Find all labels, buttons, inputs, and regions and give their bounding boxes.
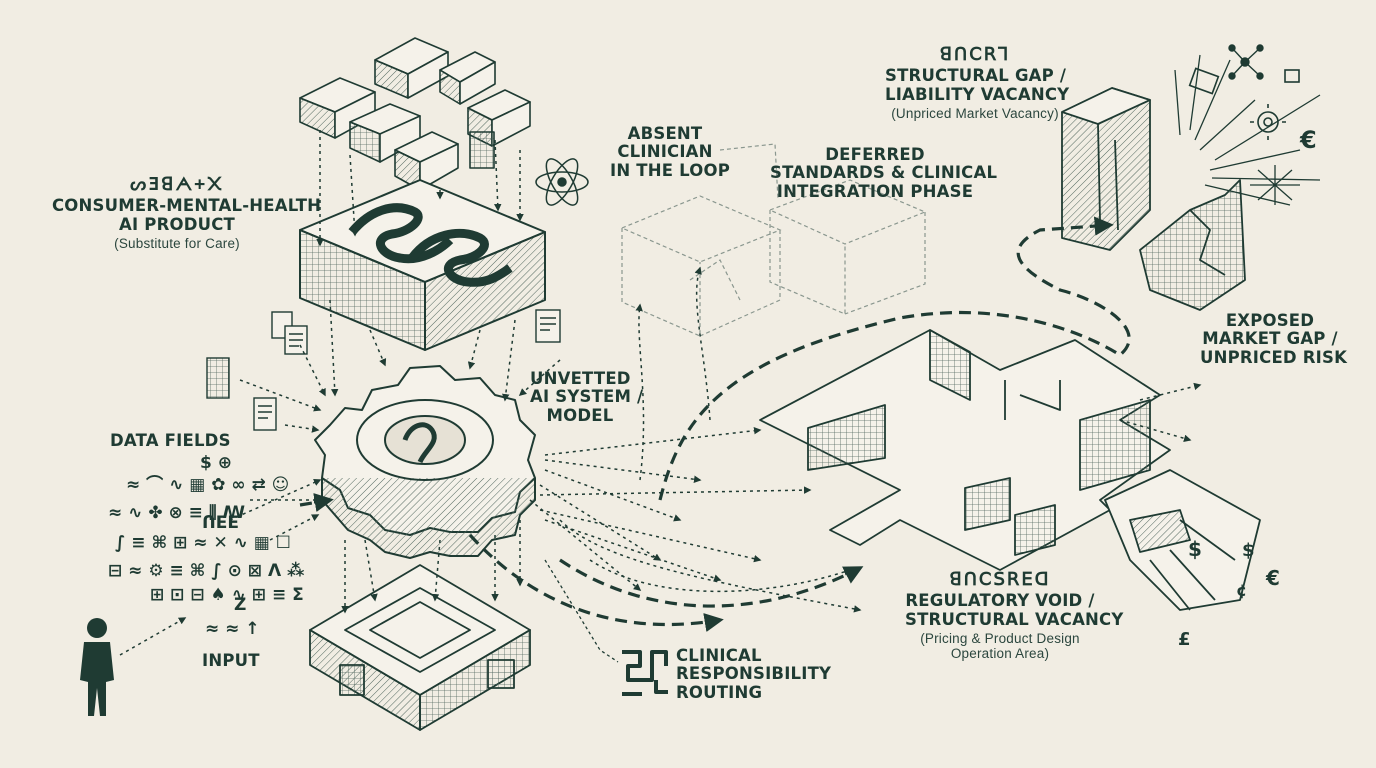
svg-text:⊟ ≈ ⚙ ≡ ⌘ ∫ ⊙ ⊠ Λ ⁂: ⊟ ≈ ⚙ ≡ ⌘ ∫ ⊙ ⊠ Λ ⁂ [108,561,305,581]
unvetted-line-2: AI SYSTEM / [530,387,644,407]
clinical-line-2: RESPONSIBILITY [676,664,832,684]
cent-icon: ¢ [1236,581,1247,600]
regulatory-subtitle-2: Operation Area) [950,646,1050,662]
clinical-routing-icon [622,650,668,696]
s-block-product [299,179,546,351]
svg-text:Z: Z [234,595,246,615]
absent-line-1: ABSENT [627,124,703,143]
absent-clinician-label: ABSENT CLINICIAN IN THE LOOP [610,124,730,180]
svg-text:∫ ≡ ⌘ ⊞ ≈ ✕ ∿ ▦ ☐: ∫ ≡ ⌘ ⊞ ≈ ✕ ∿ ▦ ☐ [115,533,291,553]
euro-icon-2: € [1265,566,1280,590]
regulatory-line-1: REGULATORY VOID / [905,591,1095,611]
right-maze [759,329,1261,611]
input-label: INPUT [202,651,260,670]
currency-symbols: € $ $ € ¢ £ [1178,126,1317,650]
clinical-line-1: CLINICAL [676,646,762,665]
gear-small-icon [1250,104,1286,140]
euro-icon: € [1299,126,1317,154]
deferred-line-3: INTEGRATION PHASE [776,181,974,201]
wireframe-cubes [620,143,927,337]
svg-text:≈ ≈ ↑: ≈ ≈ ↑ [205,619,260,639]
regulatory-line-2: STRUCTURAL VACANCY [905,609,1124,629]
consumer-glyphs: ᔕƎꓭᗅ+᙭ [130,174,224,195]
regulatory-glyphs: ꓭꓵꓚꓢꓣꓰꓷ [949,569,1051,590]
unvetted-line-3: MODEL [546,405,614,425]
svg-text:≈ ⌒ ∿ ▦ ✿ ∞ ⇄ ☺: ≈ ⌒ ∿ ▦ ✿ ∞ ⇄ ☺ [126,474,289,495]
exposed-line-2: MARKET GAP / [1202,329,1338,349]
network-icon [1228,44,1264,80]
consumer-product-label: ᔕƎꓭᗅ+᙭ CONSUMER-MENTAL-HEALTH AI PRODUCT… [52,174,321,252]
deferred-standards-label: DEFERRED STANDARDS & CLINICAL INTEGRATIO… [770,145,997,201]
consumer-subtitle: (Substitute for Care) [114,236,240,252]
structural-gap-label: ꓭꓵꓚꓣꓶ STRUCTURAL GAP / LIABILITY VACANCY… [885,44,1069,122]
burst-lines [1174,54,1321,206]
deferred-line-2: STANDARDS & CLINICAL [770,163,998,183]
dollar-icon-2: $ [1242,540,1255,561]
svg-text:$ ⊕: $ ⊕ [200,453,232,473]
structural-line-1: STRUCTURAL GAP / [885,66,1067,86]
dollar-icon: $ [1188,537,1202,561]
person-icon [80,618,114,716]
exposed-line-3: UNPRICED RISK [1200,347,1348,367]
data-field-symbols: ≈ ⌒ ∿ ▦ ✿ ∞ ⇄ ☺ ≈ ∿ ✤ ⊗ ≡ ⫼ ꟿ $ ⊕ ∫ ≡ ⌘ … [108,453,305,639]
consumer-title-2: AI PRODUCT [119,214,235,234]
unvetted-line-1: UNVETTED [530,369,631,388]
svg-text:⊞ ⊡ ⊟ ♠ ∿ ⊞ ≡ Σ: ⊞ ⊡ ⊟ ♠ ∿ ⊞ ≡ Σ [150,585,304,605]
deferred-line-1: DEFERRED [825,145,925,164]
bottom-maze [309,564,531,731]
broken-blocks [1061,87,1246,311]
regulatory-void-label: ꓭꓵꓚꓢꓣꓰꓷ REGULATORY VOID / STRUCTURAL VAC… [905,569,1123,662]
top-box-cluster [299,37,531,191]
clinical-line-3: ROUTING [676,682,763,702]
exposed-market-gap-label: EXPOSED MARKET GAP / UNPRICED RISK [1200,311,1347,367]
structural-subtitle: (Unpriced Market Vacancy) [891,106,1059,122]
atom-icon [535,158,589,206]
exposed-line-1: EXPOSED [1225,311,1315,330]
gear-icon [314,365,536,559]
consumer-title: CONSUMER-MENTAL-HEALTH [52,196,322,216]
clinical-routing-label: CLINICAL RESPONSIBILITY ROUTING [676,646,832,702]
flow-arrows [119,130,1202,656]
data-fields-label: DATA FIELDS [110,431,231,450]
absent-line-3: IN THE LOOP [610,160,731,180]
document-icons [206,309,561,431]
pound-icon: £ [1178,629,1191,650]
svg-text:ᑎEE: ᑎEE [202,513,239,533]
unvetted-ai-label: UNVETTED AI SYSTEM / MODEL [530,369,643,425]
bold-arrows [299,216,1131,632]
card-icon [1188,67,1300,95]
absent-line-2: CLINICIAN [617,142,713,162]
structural-glyphs: ꓭꓵꓚꓣꓶ [939,44,1011,65]
structural-line-2: LIABILITY VACANCY [885,84,1070,104]
regulatory-subtitle-1: (Pricing & Product Design [920,631,1080,647]
svg-text:≈ ∿ ✤ ⊗ ≡ ⫼ ꟿ: ≈ ∿ ✤ ⊗ ≡ ⫼ ꟿ [108,503,245,523]
